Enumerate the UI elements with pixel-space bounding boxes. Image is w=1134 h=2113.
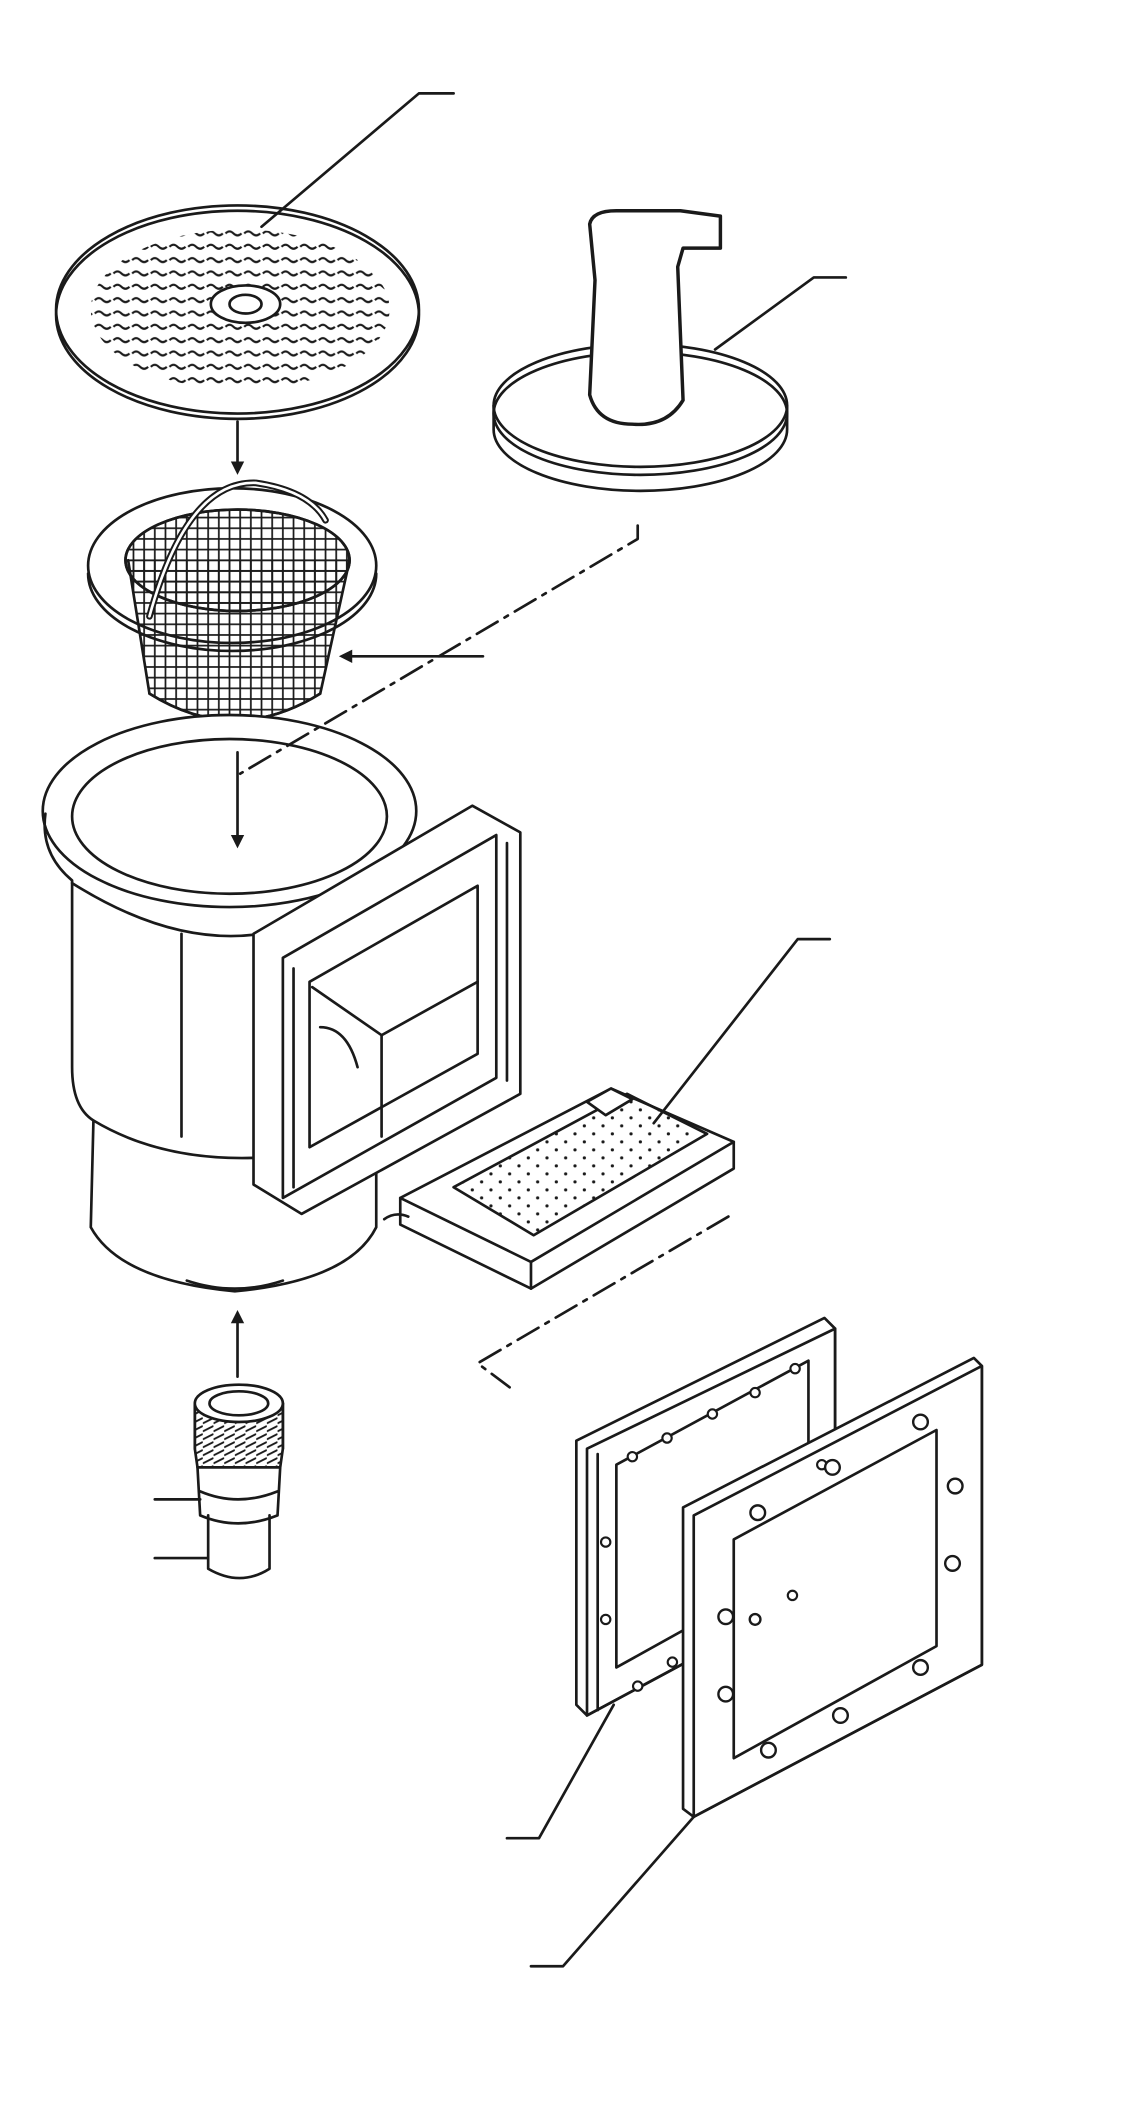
- callout-weir: [652, 937, 832, 1125]
- callout-leaders: [153, 92, 848, 1968]
- callout-lid: [260, 92, 455, 229]
- callout-vacuum-plate: [713, 276, 848, 351]
- weir-door-part: [382, 1087, 736, 1290]
- gasket-holes: [599, 1362, 828, 1692]
- callout-face-plate: [529, 1815, 696, 1968]
- skimmer-lid-part: [54, 204, 421, 421]
- skimmer-basket-part: [86, 479, 378, 722]
- face-plate-part: [681, 1356, 984, 1819]
- hose-adapter-part: [193, 1383, 285, 1580]
- vacuum-plate-part: [492, 209, 789, 493]
- face-plate-holes: [717, 1413, 964, 1759]
- skimmer-body-part: [41, 713, 522, 1293]
- callout-gasket: [505, 1703, 616, 1840]
- assembly-arrows: [236, 420, 730, 1389]
